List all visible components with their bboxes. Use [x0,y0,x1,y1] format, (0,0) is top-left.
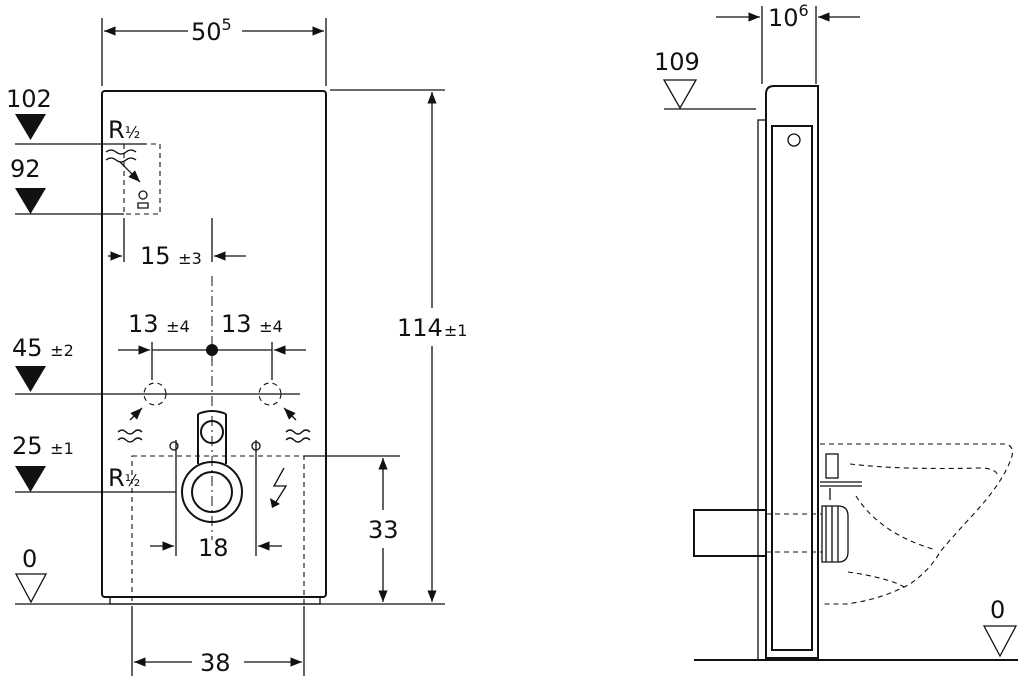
bidet-connection-left [143,382,167,406]
flow-arrow [283,407,297,421]
water-supply-box [123,143,161,215]
thread-bottom-label: R½ [108,464,140,492]
floor-level-label: 0 [990,596,1005,624]
fixing-point [206,344,218,356]
level-marker-outline [14,573,48,604]
module-front-panel [771,125,813,651]
toilet-base-curve [847,571,907,589]
height-33-label: 33 [368,516,399,544]
flush-pipe-opening [200,420,224,444]
spacing-13-right-label: 13 ±4 [221,310,283,338]
drain-inner-ring [191,471,233,513]
water-wave-icon [117,437,143,443]
electric-icon [272,467,288,503]
floor-level-label: 0 [22,545,37,573]
drain-pipe [693,509,767,557]
valve-icon [138,190,148,200]
side-view: 106 109 0 [654,1,1018,661]
electric-arrow-icon [270,498,280,508]
mounting-bracket [825,453,839,479]
height-dimension: 114±1 [397,314,467,342]
thread-top-label: R½ [108,116,140,144]
spacing-15-label: 15 ±3 [140,242,202,270]
level-marker-outline [662,79,698,110]
flow-arrow [119,161,141,183]
level-marker-filled [15,466,46,492]
module-body [765,85,819,659]
water-wave-icon [117,429,143,435]
panel-bottom-trim [109,596,321,605]
level-marker-filled [15,188,46,214]
level-marker-filled [15,366,46,392]
level-102-label: 102 [6,85,52,113]
flush-button-icon [787,133,801,147]
water-wave-icon [105,149,137,155]
front-view: 505 114±1 102 92 R½ 15 ±3 13 ±4 13 ±4 [6,15,467,677]
width-dimension: 505 [191,15,232,46]
level-marker-filled [15,114,46,140]
toilet-bowl-curve [855,495,937,551]
level-25-label: 25 ±1 [12,432,74,460]
drain-outer-ring [181,461,243,523]
water-wave-icon [285,429,311,435]
bottom-width-label: 38 [200,649,231,677]
level-45-label: 45 ±2 [12,334,74,362]
valve-base-icon [137,202,149,209]
toilet-outline [820,443,1013,605]
module-rear-frame [757,119,767,661]
toilet-rim [849,463,999,477]
mounting-stud-left [169,441,179,451]
water-wave-icon [285,437,311,443]
depth-dimension: 106 [768,1,809,32]
level-marker-outline [982,625,1018,658]
installation-area [131,455,305,605]
spacing-18-label: 18 [198,534,229,562]
bidet-connection-right [258,382,282,406]
drain-connector [821,505,849,563]
level-92-label: 92 [10,155,41,183]
spacing-13-left-label: 13 ±4 [128,310,190,338]
flow-arrow [129,407,143,421]
water-wave-icon [105,157,137,163]
level-109-label: 109 [654,48,700,76]
